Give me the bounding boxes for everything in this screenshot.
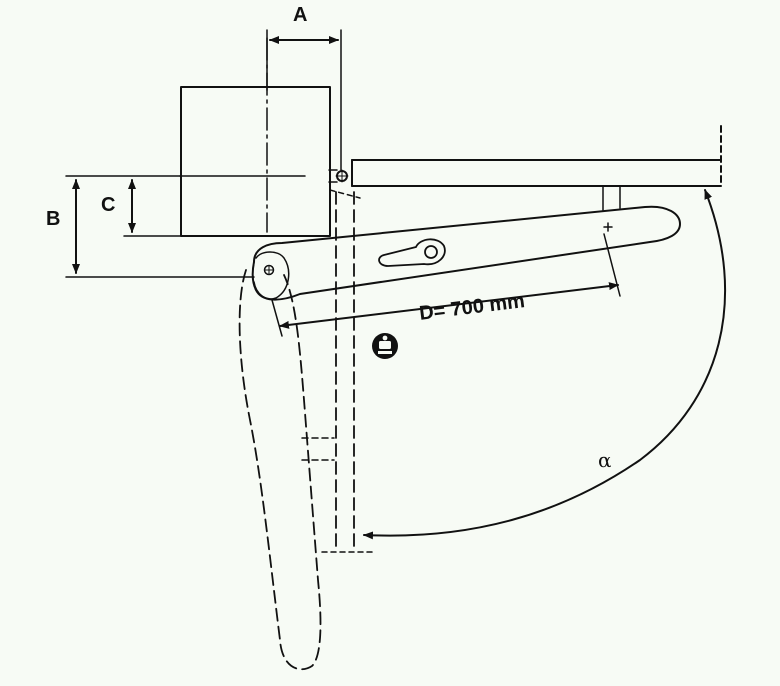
opening-angle-arc	[363, 189, 727, 540]
arm-slot	[378, 238, 446, 267]
label-alpha: α	[598, 448, 612, 472]
label-b: B	[46, 208, 61, 230]
label-a: A	[293, 4, 308, 26]
label-c: C	[101, 194, 116, 216]
pillar	[180, 86, 331, 237]
operator-arm-open	[238, 269, 322, 671]
weight-info-icon	[372, 333, 398, 359]
dim-d-ext-left	[271, 299, 283, 337]
